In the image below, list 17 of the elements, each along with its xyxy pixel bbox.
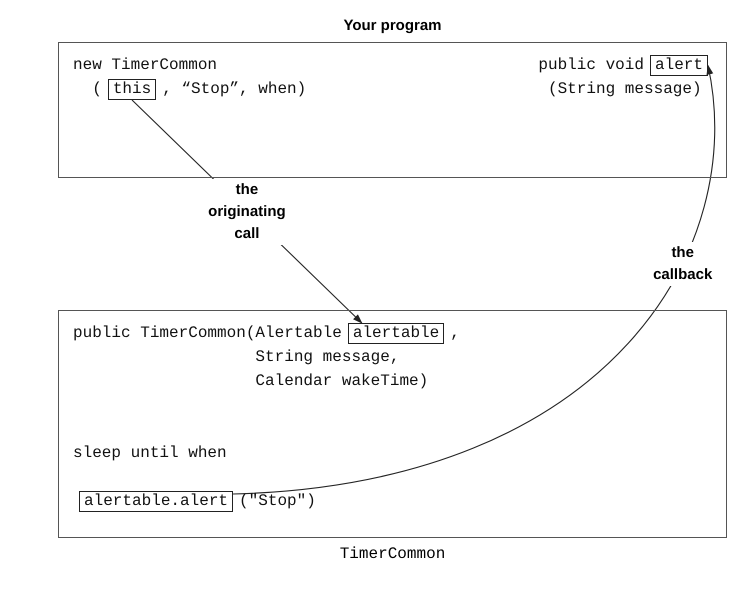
code-text: public TimerCommon(Alertable [73, 324, 342, 342]
boxed-code-term: alert [650, 55, 708, 76]
code-text: public void [538, 56, 644, 74]
panel-heading: TimerCommon [340, 545, 446, 563]
boxed-code-term: this [108, 79, 156, 100]
code-text: sleep until when [73, 444, 227, 462]
panel-heading: Your program [343, 17, 442, 34]
code-text: (String message) [548, 80, 702, 98]
boxed-code-term: alertable.alert [79, 491, 234, 512]
boxed-code-term: alertable [348, 323, 444, 344]
code-text: , [450, 324, 460, 342]
code-text: ("Stop") [239, 492, 316, 510]
code-text: String message, Calendar wakeTime) [255, 347, 430, 392]
code-text: , “Stop”, when) [162, 80, 306, 98]
arrow [232, 64, 715, 495]
code-text: new TimerCommon [73, 56, 218, 74]
code-text: ( [92, 80, 102, 98]
